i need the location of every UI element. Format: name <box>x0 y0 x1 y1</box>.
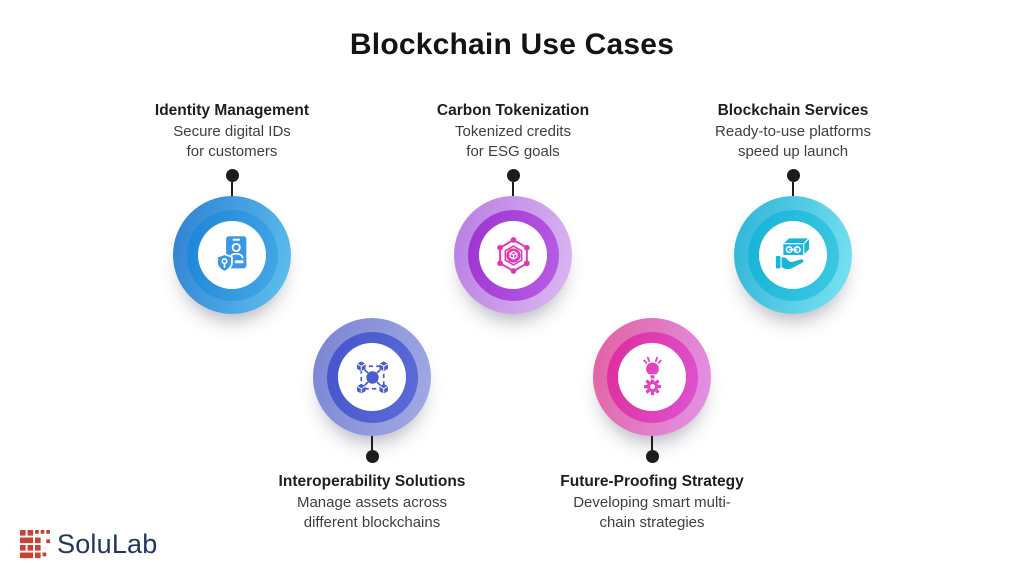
case-description-line: Secure digital IDs <box>173 123 291 140</box>
case-circle-inner-ring <box>186 209 278 301</box>
case-description-line: Ready-to-use platforms <box>715 123 871 140</box>
case-circle <box>593 318 711 436</box>
use-case-interoperability-solutions: Interoperability Solutions Manage assets… <box>242 318 502 533</box>
case-circle <box>313 318 431 436</box>
connector-dot <box>645 450 659 463</box>
connector-line <box>231 182 233 196</box>
solulab-logo-mark-icon <box>20 529 50 558</box>
connector-dot <box>506 169 520 182</box>
connector-dot <box>365 450 379 463</box>
solulab-logo-text: SoluLab <box>57 529 158 559</box>
case-description-line: Manage assets across <box>296 494 448 511</box>
case-circle-center <box>198 221 266 289</box>
case-description-line: chain strategies <box>599 514 705 531</box>
page-title: Blockchain Use Cases <box>349 28 675 61</box>
case-circle-center <box>618 343 686 411</box>
case-description-line: Developing smart multi- <box>573 494 731 511</box>
case-circle <box>173 196 291 314</box>
case-description-line: speed up launch <box>737 143 849 160</box>
hand-blockchain-icon <box>775 236 811 269</box>
connector-line <box>792 182 794 196</box>
connector-line <box>371 436 373 450</box>
case-title: Future-Proofing Strategy <box>560 473 744 490</box>
case-description-line: Tokenized credits <box>455 123 571 140</box>
connector-line <box>651 436 653 450</box>
case-description-line: different blockchains <box>303 514 441 531</box>
solulab-logo: SoluLab <box>20 529 158 560</box>
case-circle-inner-ring <box>467 209 559 301</box>
use-case-blockchain-services: Blockchain Services Ready-to-use platfor… <box>663 100 923 314</box>
case-description-line: for ESG goals <box>466 143 560 160</box>
hexagon-token-icon <box>496 236 530 274</box>
connector-dot <box>225 169 239 182</box>
id-badge-shield-icon <box>215 235 246 273</box>
interoperability-network-icon <box>356 360 388 394</box>
case-description-line: for customers <box>186 143 278 160</box>
connector-line <box>512 182 514 196</box>
case-circle-inner-ring <box>747 209 839 301</box>
case-circle-center <box>338 343 406 411</box>
case-circle-center <box>479 221 547 289</box>
connector-dot <box>786 169 800 182</box>
case-title: Interoperability Solutions <box>278 473 466 490</box>
case-circle-center <box>759 221 827 289</box>
bulb-gear-icon <box>639 355 665 395</box>
use-case-future-proofing-strategy: Future-Proofing Strategy Developing smar… <box>522 318 782 533</box>
case-circle <box>734 196 852 314</box>
case-title: Blockchain Services <box>717 102 869 119</box>
use-case-identity-management: Identity Management Secure digital IDs f… <box>102 100 362 314</box>
case-circle-inner-ring <box>606 331 698 423</box>
case-title: Carbon Tokenization <box>436 102 590 119</box>
case-circle <box>454 196 572 314</box>
case-title: Identity Management <box>154 102 310 119</box>
case-circle-inner-ring <box>326 331 418 423</box>
use-case-carbon-tokenization: Carbon Tokenization Tokenized credits fo… <box>383 100 643 314</box>
